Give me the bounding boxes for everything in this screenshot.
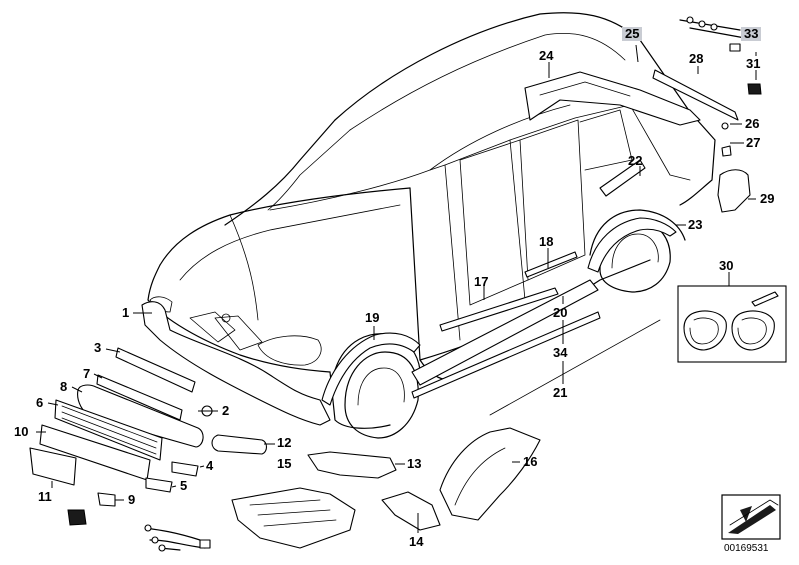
callout-19: 19 — [365, 310, 380, 325]
callout-6: 6 — [36, 395, 44, 410]
callout-22: 22 — [628, 153, 643, 168]
callout-27: 27 — [746, 135, 761, 150]
callout-8: 8 — [60, 379, 68, 394]
callout-23: 23 — [688, 217, 703, 232]
callout-2: 2 — [222, 403, 230, 418]
box-30 — [677, 285, 787, 363]
leader-lines — [36, 44, 757, 533]
callout-17: 17 — [474, 274, 489, 289]
callout-3: 3 — [94, 340, 102, 355]
callout-16: 16 — [523, 454, 538, 469]
callout-12: 12 — [277, 435, 292, 450]
front-bumper-parts — [29, 301, 331, 552]
callout-7: 7 — [83, 366, 91, 381]
callout-18: 18 — [539, 234, 554, 249]
callout-13: 13 — [407, 456, 422, 471]
callout-9: 9 — [128, 492, 136, 507]
rear-parts — [524, 16, 762, 213]
callout-28: 28 — [689, 51, 704, 66]
callout-11: 11 — [38, 489, 52, 504]
callout-14: 14 — [409, 534, 424, 549]
callout-29: 29 — [760, 191, 775, 206]
callout-25-highlighted: 25 — [622, 27, 643, 41]
callout-30: 30 — [719, 258, 734, 273]
diagram-code: 00169531 — [724, 543, 769, 554]
arrow-icon-box — [721, 494, 781, 540]
callout-5: 5 — [180, 478, 188, 493]
underbody-parts — [231, 427, 541, 549]
callout-10: 10 — [14, 424, 29, 439]
callout-34: 34 — [553, 345, 568, 360]
callout-4: 4 — [206, 458, 214, 473]
callout-31: 31 — [746, 56, 761, 71]
callout-1: 1 — [122, 305, 130, 320]
callout-20: 20 — [553, 305, 568, 320]
callout-15: 15 — [277, 456, 292, 471]
callout-26: 26 — [745, 116, 760, 131]
callout-21: 21 — [553, 385, 568, 400]
side-parts — [321, 159, 677, 416]
callout-24: 24 — [539, 48, 554, 63]
callout-33-highlighted: 33 — [741, 27, 762, 41]
